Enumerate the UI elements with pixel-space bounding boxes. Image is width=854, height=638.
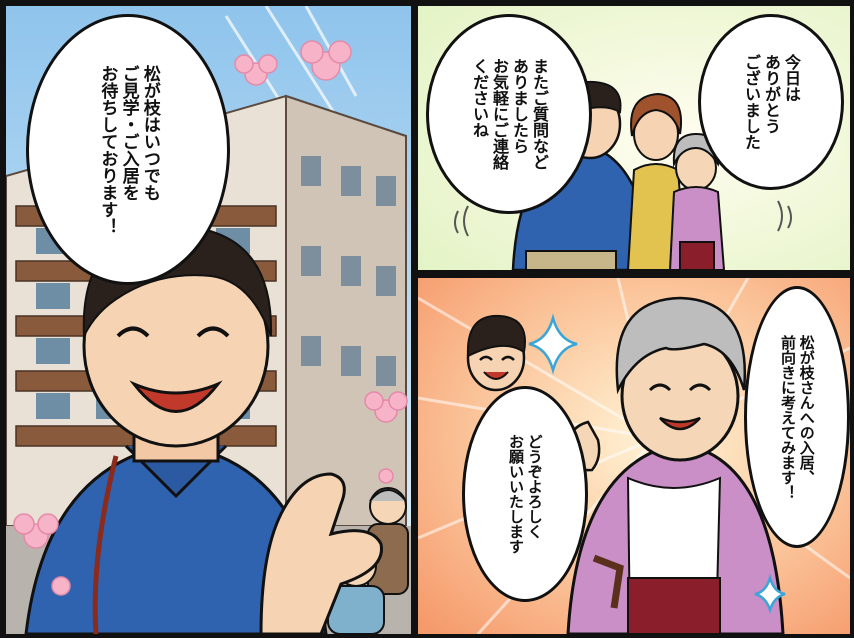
speech-bubble-staff: またご質問など ありましたら お気軽にご連絡 くださいね [426, 14, 592, 214]
staff-man-small [466, 314, 526, 392]
manga-panel-bottom-right: 松が枝さんへの入居、 前向きに考えてみます！ どうぞよろしく お願いいたします [418, 278, 850, 634]
speech-bubble-staff-reply-text: どうぞよろしく お願いいたします [507, 434, 544, 554]
sparkle-icons [528, 313, 786, 615]
manga-panel-top-right: またご質問など ありましたら お気軽にご連絡 くださいね 今日は ありがとう ご… [418, 6, 850, 270]
side-windows [301, 156, 396, 386]
speech-bubble-text: 松が枝はいつでも ご見学・ご入居を お待ちしております！ [97, 64, 160, 235]
sakura-petals [13, 40, 408, 596]
staff-man [24, 224, 383, 634]
speech-bubble-staff-text: またご質問など ありましたら お気軽にご連絡 くださいね [470, 58, 549, 170]
speech-bubble: 松が枝はいつでも ご見学・ご入居を お待ちしております！ [26, 14, 230, 285]
speech-bubble-elder: 松が枝さんへの入居、 前向きに考えてみます！ [744, 286, 850, 548]
speech-bubble-elder-text: 松が枝さんへの入居、 前向きに考えてみます！ [779, 334, 816, 500]
speech-bubble-family-text: 今日は ありがとう ございました [742, 54, 801, 150]
speech-bubble-staff-reply: どうぞよろしく お願いいたします [462, 386, 588, 602]
speech-bubble-family: 今日は ありがとう ございました [698, 14, 844, 190]
motion-marks [454, 73, 792, 237]
manga-panel-left: 松が枝はいつでも ご見学・ご入居を お待ちしております！ [6, 6, 411, 634]
